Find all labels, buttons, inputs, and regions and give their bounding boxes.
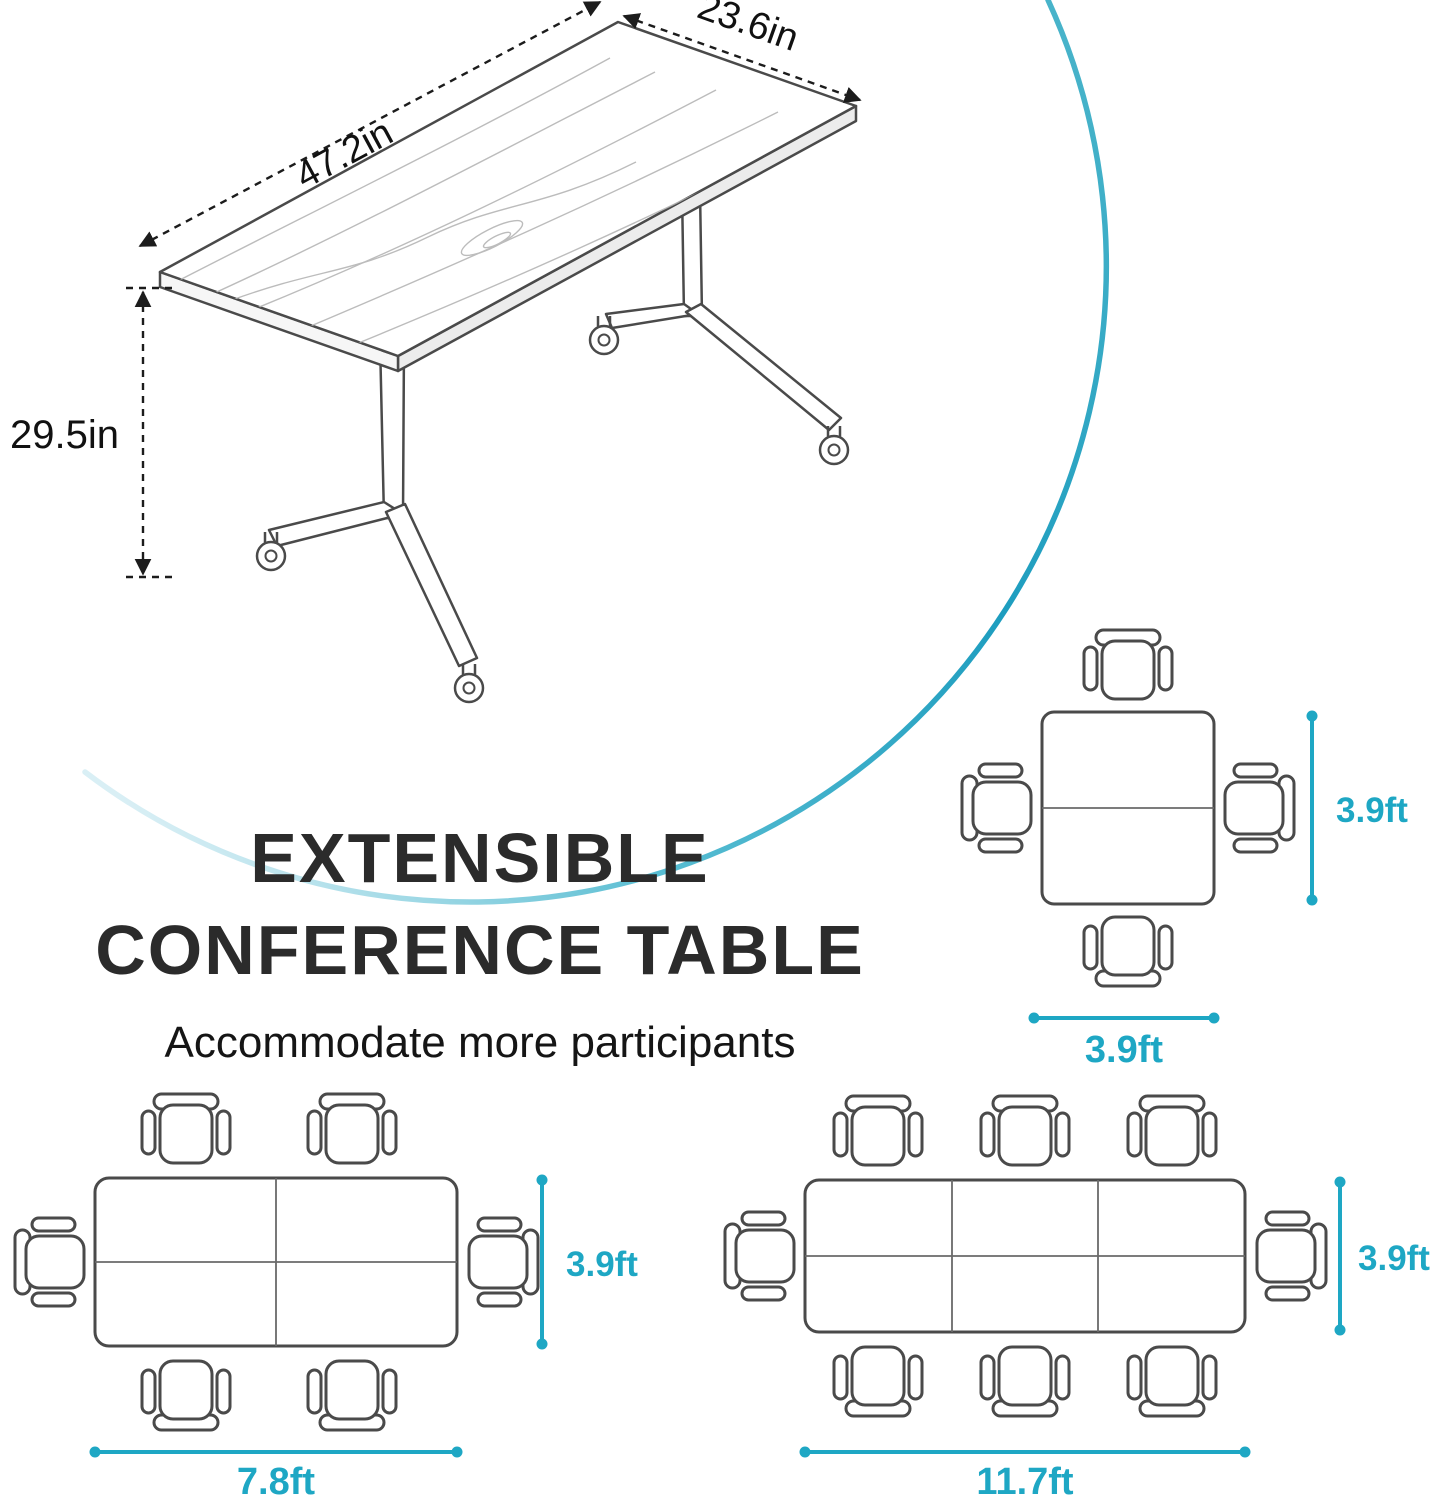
product-subtitle: Accommodate more participants bbox=[164, 1018, 796, 1067]
chair-icon bbox=[832, 1094, 924, 1167]
dimension-height-label: 29.5in bbox=[10, 413, 119, 457]
chair-icon bbox=[979, 1094, 1071, 1167]
depth-dimension-6-seats: 3.9ft bbox=[536, 1174, 638, 1350]
chair-icon bbox=[832, 1345, 924, 1418]
chair-icon bbox=[13, 1216, 86, 1308]
product-title-line2: CONFERENCE TABLE bbox=[95, 911, 865, 989]
width-label-4-seats: 3.9ft bbox=[1085, 1029, 1163, 1071]
chair-icon bbox=[306, 1092, 398, 1165]
depth-dimension-8-seats: 3.9ft bbox=[1334, 1176, 1430, 1336]
width-dimension-line bbox=[622, 13, 862, 103]
caster-wheel-icon bbox=[453, 662, 485, 704]
table-top-view-2-units bbox=[1040, 710, 1216, 906]
chair-icon bbox=[1255, 1210, 1328, 1302]
table-3d-illustration: 47.2in 23.6in 29.5in bbox=[10, 0, 862, 704]
chair-icon bbox=[1082, 915, 1174, 988]
chair-icon bbox=[467, 1216, 540, 1308]
width-label-6-seats: 7.8ft bbox=[237, 1461, 315, 1500]
length-dimension-line bbox=[138, 0, 602, 248]
layout-diagram-6-seats: 3.9ft 7.8ft bbox=[13, 1092, 638, 1500]
chair-icon bbox=[979, 1345, 1071, 1418]
chair-icon bbox=[1223, 762, 1296, 854]
title-block: EXTENSIBLE CONFERENCE TABLE Accommodate … bbox=[85, 812, 875, 1068]
chair-icon bbox=[1082, 628, 1174, 701]
depth-label-8-seats: 3.9ft bbox=[1358, 1239, 1430, 1278]
width-dimension-6-seats: 7.8ft bbox=[89, 1446, 463, 1500]
chair-icon bbox=[723, 1210, 796, 1302]
table-back-leg bbox=[588, 188, 850, 466]
table-front-leg bbox=[255, 338, 485, 704]
layout-diagram-8-seats: 3.9ft 11.7ft bbox=[723, 1094, 1430, 1500]
chair-icon bbox=[960, 762, 1033, 854]
depth-dimension-4-seats: 3.9ft bbox=[1306, 710, 1408, 906]
table-top-view-6-units bbox=[803, 1178, 1247, 1334]
chair-icon bbox=[306, 1359, 398, 1432]
width-dimension-8-seats: 11.7ft bbox=[799, 1446, 1251, 1500]
chair-icon bbox=[140, 1092, 232, 1165]
chair-icon bbox=[1126, 1345, 1218, 1418]
depth-label-4-seats: 3.9ft bbox=[1336, 791, 1408, 830]
depth-label-6-seats: 3.9ft bbox=[566, 1245, 638, 1284]
table-top-view-4-units bbox=[93, 1176, 459, 1348]
width-dimension-4-seats: 3.9ft bbox=[1028, 1012, 1220, 1071]
table-top bbox=[158, 20, 858, 373]
chair-icon bbox=[1126, 1094, 1218, 1167]
product-title-line1: EXTENSIBLE bbox=[250, 819, 710, 897]
layout-diagram-4-seats: 3.9ft 3.9ft bbox=[960, 628, 1408, 1071]
dimension-width-label: 23.6in bbox=[692, 0, 804, 60]
caster-wheel-icon bbox=[818, 424, 850, 466]
accent-arc bbox=[82, 0, 1110, 905]
width-label-8-seats: 11.7ft bbox=[976, 1461, 1074, 1500]
chair-icon bbox=[140, 1359, 232, 1432]
